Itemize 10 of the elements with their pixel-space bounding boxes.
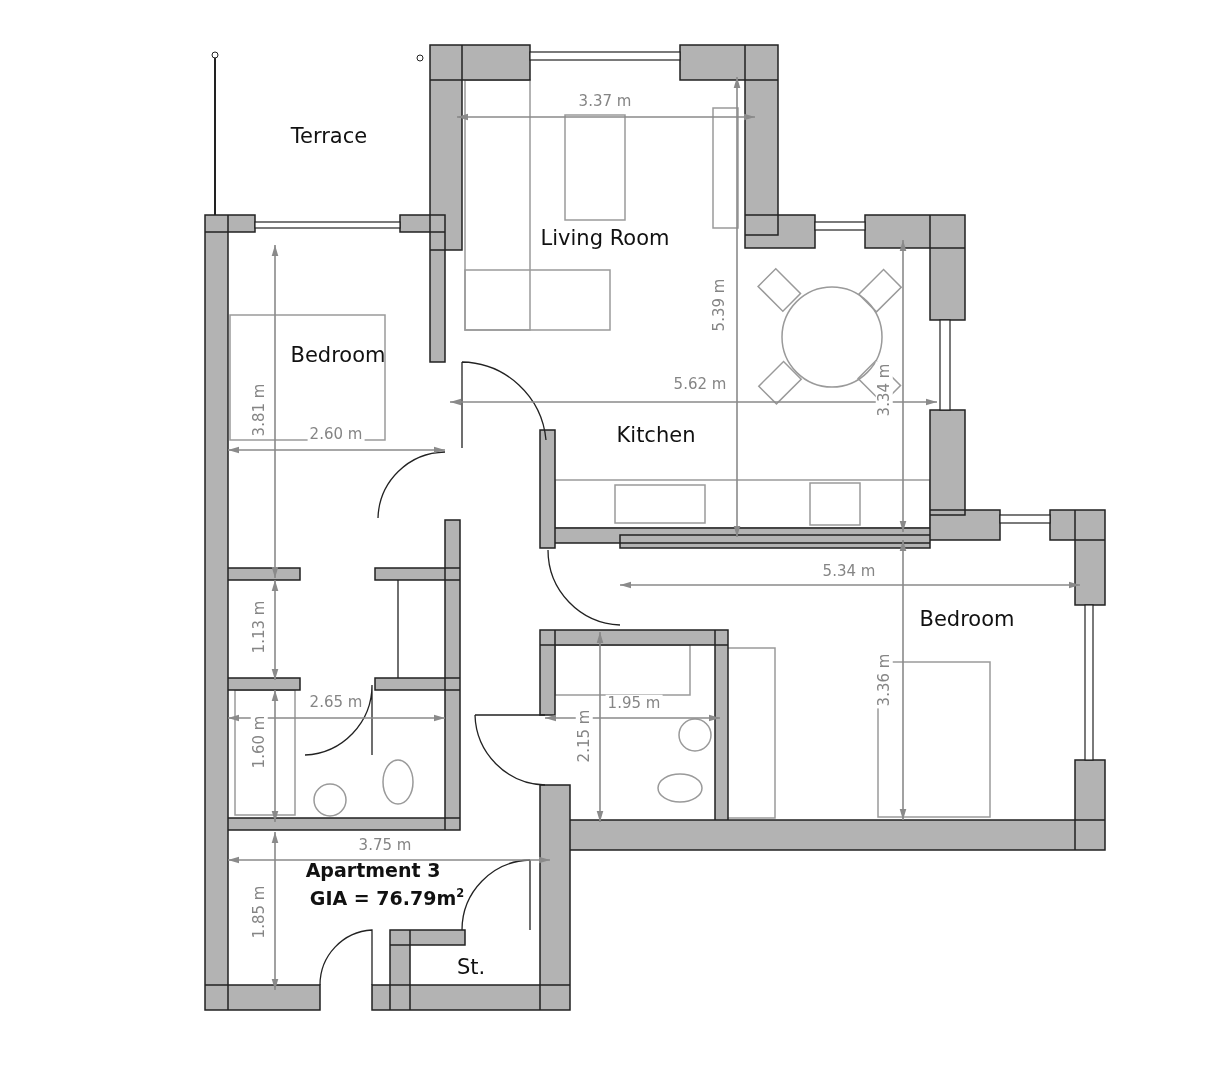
dimension-label: 2.60 m <box>307 425 365 443</box>
room-label: Bedroom <box>289 344 387 368</box>
area-label: GIA = 76.79m$^{2}$ <box>308 887 466 909</box>
area-label: Apartment 3 <box>304 859 442 881</box>
room-label: St. <box>455 956 487 980</box>
dimension-label: 3.34 m <box>875 361 893 419</box>
room-label: Bedroom <box>918 608 1016 632</box>
room-label: Kitchen <box>615 424 697 448</box>
room-label: Terrace <box>289 125 369 149</box>
room-label: Living Room <box>539 227 671 251</box>
